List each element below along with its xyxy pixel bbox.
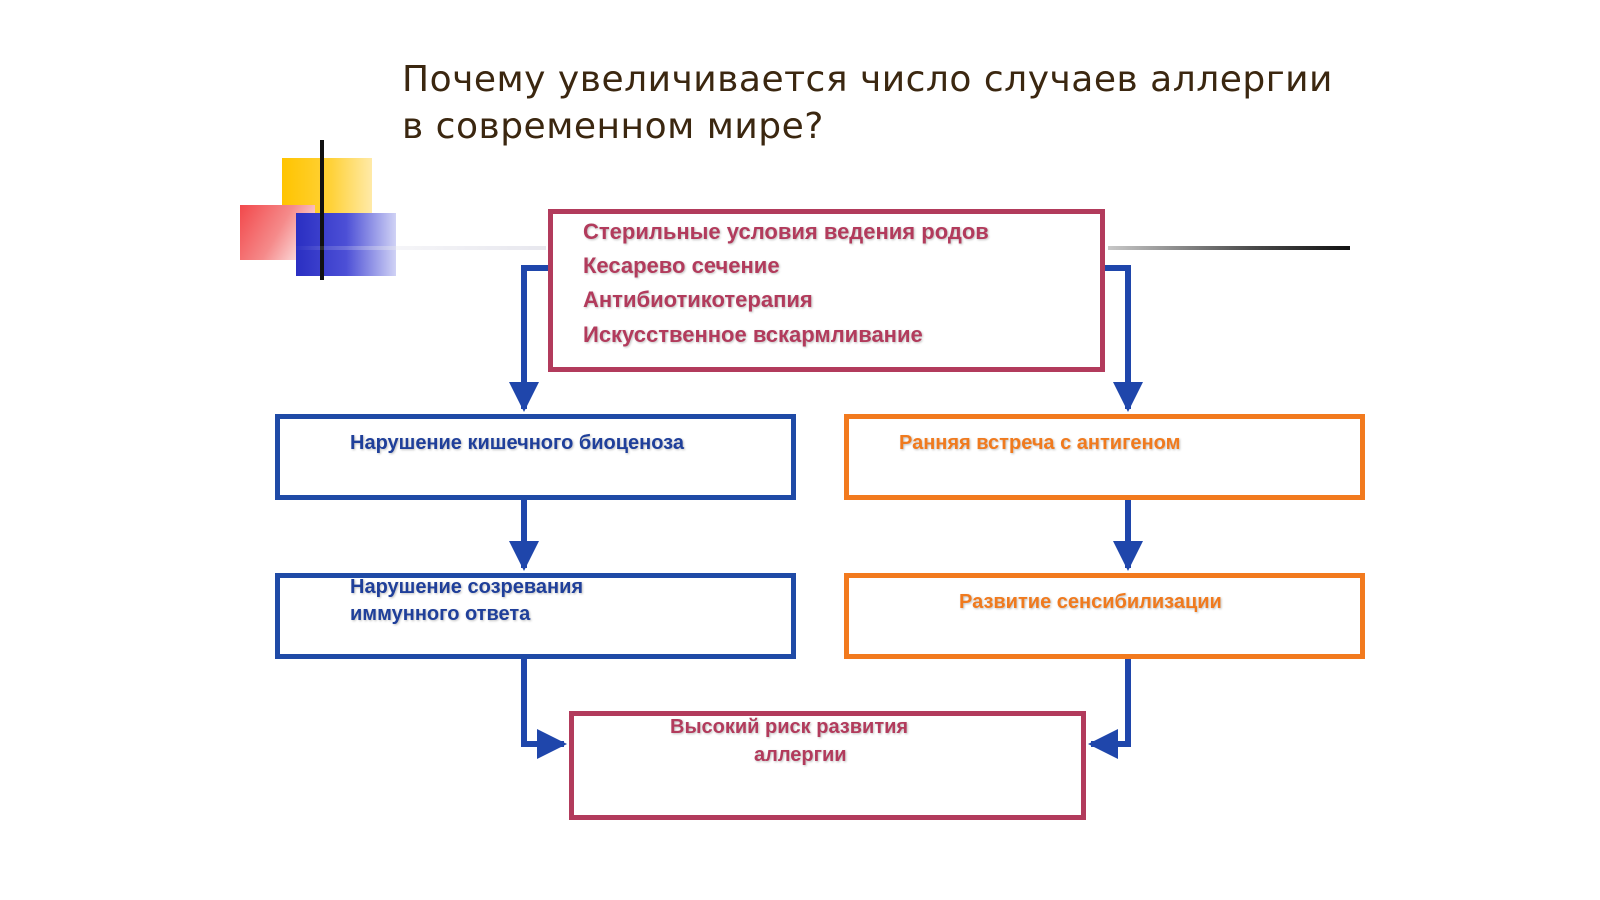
allergy-risk-line2: аллергии	[754, 744, 847, 766]
immune-maturation-line2: иммунного ответа	[350, 603, 531, 625]
gut-biocenosis-label: Нарушение кишечного биоценоза	[350, 432, 684, 454]
early-antigen-label: Ранняя встреча с антигеном	[899, 432, 1181, 454]
sensitization-label: Развитие сенсибилизации	[959, 591, 1222, 613]
cause-sterile-birth: Стерильные условия ведения родов	[583, 219, 989, 244]
immune-maturation-box: Нарушение созревания иммунного ответа	[275, 573, 796, 659]
arrow-right-to-result	[1088, 659, 1131, 759]
arrow-left-to-result	[521, 659, 567, 759]
allergy-risk-box: Высокий риск развития аллергии	[569, 711, 1086, 820]
blue-square	[296, 213, 396, 276]
decorative-squares-logo	[240, 140, 400, 280]
gut-biocenosis-box: Нарушение кишечного биоценоза	[275, 414, 796, 500]
vertical-rule	[320, 140, 324, 280]
sensitization-box: Развитие сенсибилизации	[844, 573, 1365, 659]
cause-cesarean: Кесарево сечение	[583, 253, 780, 278]
slide-title: Почему увеличивается число случаев аллер…	[402, 59, 1333, 147]
title-rule-right	[1108, 246, 1350, 250]
cause-antibiotics: Антибиотикотерапия	[583, 287, 813, 312]
causes-box: Стерильные условия ведения родов Кесарев…	[548, 209, 1105, 372]
arrow-causes-to-left	[509, 265, 548, 412]
title-rule-left	[290, 246, 546, 250]
immune-maturation-line1: Нарушение созревания	[350, 576, 584, 598]
cause-artificial-feeding: Искусственное вскармливание	[583, 322, 923, 347]
early-antigen-box: Ранняя встреча с антигеном	[844, 414, 1365, 500]
arrow-causes-to-right	[1105, 265, 1143, 412]
allergy-risk-line1: Высокий риск развития	[670, 716, 909, 738]
